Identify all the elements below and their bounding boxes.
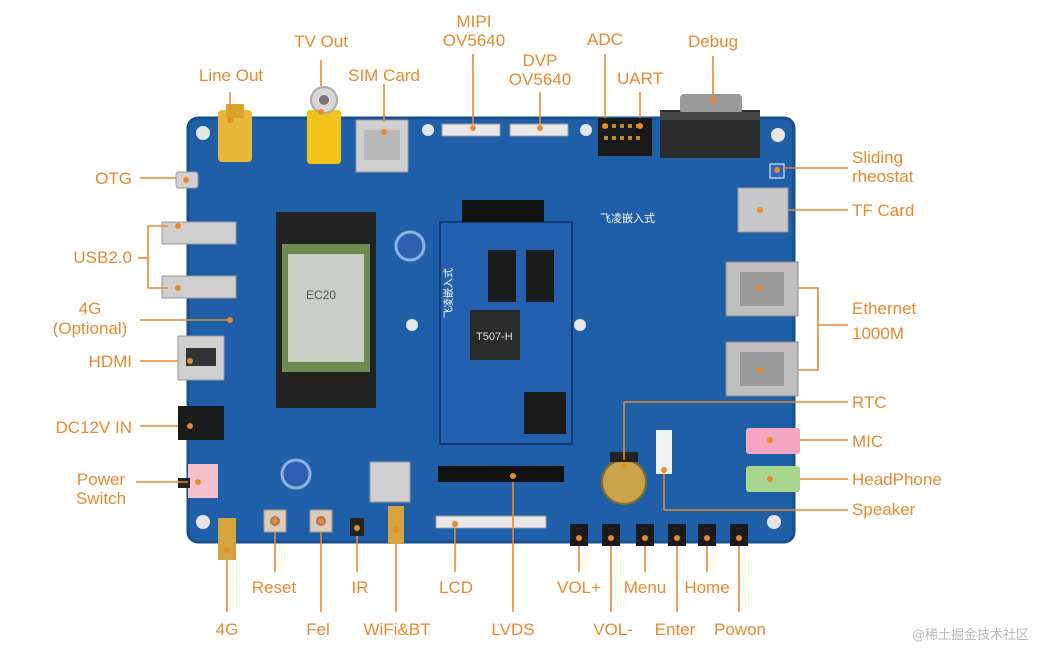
label-enter: Enter xyxy=(654,620,696,639)
label-tf-card: TF Card xyxy=(852,201,915,220)
label-rheostat: rheostat xyxy=(852,167,914,186)
dc-jack xyxy=(178,406,224,440)
mounting-hole xyxy=(196,515,210,529)
label-dc12v: DC12V IN xyxy=(55,418,132,437)
label-ethernet: Ethernet xyxy=(852,299,917,318)
mic-jack xyxy=(746,428,800,454)
label-line-out: Line Out xyxy=(198,66,264,85)
label-wifi-bt: WiFi&BT xyxy=(363,620,431,639)
label-debug: Debug xyxy=(687,32,739,51)
label-uart: UART xyxy=(617,69,663,88)
board-brand: 飞凌嵌入式 xyxy=(600,213,655,225)
label-fel: Fel xyxy=(306,620,330,639)
label-sliding: Sliding xyxy=(852,148,904,167)
tv-out-jack xyxy=(307,110,341,164)
core-brand: 飞凌嵌入式 xyxy=(444,268,455,318)
label-4g-antenna: 4G xyxy=(215,620,239,639)
label-mic: MIC xyxy=(852,432,884,451)
label-switch: Switch xyxy=(75,489,127,508)
usb-port-1 xyxy=(161,221,237,245)
power-switch xyxy=(188,464,218,498)
label-mipi-sensor: OV5640 xyxy=(442,31,506,50)
top-header xyxy=(462,200,544,222)
label-vol-plus: VOL+ xyxy=(557,578,601,597)
mounting-hole xyxy=(196,126,210,140)
wifi-antenna-connector xyxy=(388,506,404,544)
label-rtc: RTC xyxy=(852,393,887,412)
line-out-jack xyxy=(218,110,252,162)
label-4g-module: 4G xyxy=(78,299,102,318)
mounting-hole xyxy=(767,515,781,529)
label-hdmi: HDMI xyxy=(88,352,132,371)
4g-antenna-connector xyxy=(218,518,236,560)
label-ir: IR xyxy=(351,578,369,597)
label-headphone: HeadPhone xyxy=(852,470,942,489)
usb-port-2 xyxy=(161,275,237,299)
soc-chip xyxy=(470,310,520,360)
soc-label: T507-H xyxy=(476,331,513,343)
label-mipi: MIPI xyxy=(456,12,492,31)
label-usb: USB2.0 xyxy=(73,248,132,267)
wifi-module xyxy=(369,461,411,503)
lcd-connector xyxy=(435,515,547,529)
tf-card-slot xyxy=(737,187,789,233)
label-powon: Powon xyxy=(714,620,766,639)
label-lcd: LCD xyxy=(438,578,474,597)
label-ethernet-speed: 1000M xyxy=(852,324,904,343)
speaker-connector xyxy=(656,430,672,474)
label-dvp: DVP xyxy=(522,51,558,70)
label-tv-out: TV Out xyxy=(294,32,348,51)
lvds-header xyxy=(438,466,564,482)
label-power: Power xyxy=(76,470,126,489)
label-reset: Reset xyxy=(251,578,297,597)
label-otg: OTG xyxy=(95,169,132,188)
label-vol-minus: VOL- xyxy=(593,620,633,639)
label-home: Home xyxy=(684,578,730,597)
leader-lines xyxy=(136,54,848,612)
mounting-hole xyxy=(771,128,785,142)
label-lvds: LVDS xyxy=(491,620,535,639)
label-sim-card: SIM Card xyxy=(348,66,420,85)
label-menu: Menu xyxy=(623,578,667,597)
label-adc: ADC xyxy=(587,30,623,49)
label-speaker: Speaker xyxy=(852,500,916,519)
watermark: @稀土掘金技术社区 xyxy=(911,628,1029,643)
label-dvp-sensor: OV5640 xyxy=(508,70,572,89)
module-label: EC20 xyxy=(306,288,337,302)
label-4g-optional: (Optional) xyxy=(52,319,128,338)
